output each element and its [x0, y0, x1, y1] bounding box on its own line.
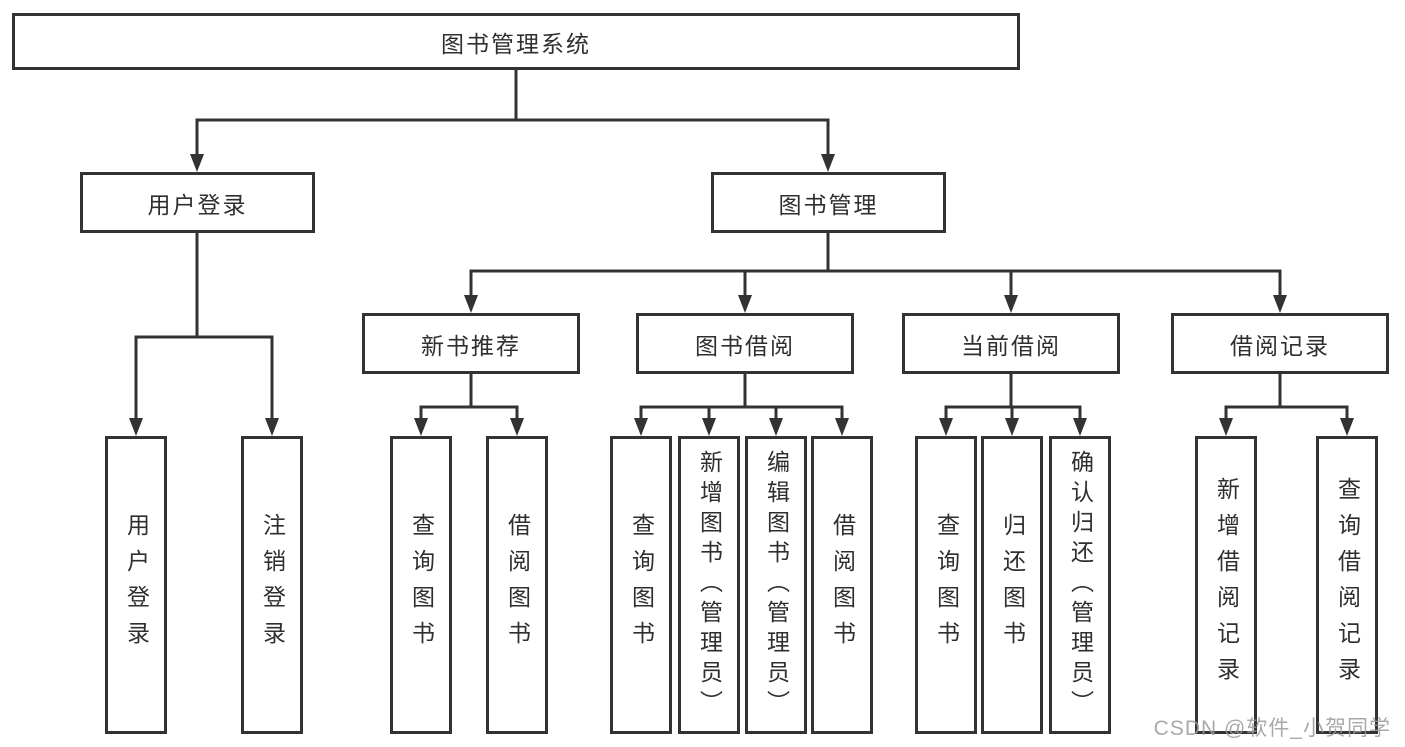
leaf-confirm-return-admin: 确认归还（管理员）: [1049, 436, 1111, 734]
leaf-label: 新增借阅记录: [1213, 477, 1240, 693]
leaf-label: 查询借阅记录: [1334, 477, 1361, 693]
node-book-borrow: 图书借阅: [636, 313, 854, 374]
leaf-label: 归还图书: [999, 513, 1026, 657]
connector-user-login-to-leaves: [129, 231, 279, 436]
connector-current-borrow-to-leaves: [939, 372, 1087, 436]
leaf-borrow-book-recommend: 借阅图书: [486, 436, 548, 734]
leaf-return-book: 归还图书: [981, 436, 1043, 734]
node-book-management: 图书管理: [711, 172, 946, 233]
leaf-label: 借阅图书: [829, 513, 856, 657]
leaf-borrow-book: 借阅图书: [811, 436, 873, 734]
node-current-borrow: 当前借阅: [902, 313, 1120, 374]
leaf-label: 借阅图书: [504, 513, 531, 657]
leaf-query-books-current: 查询图书: [915, 436, 977, 734]
node-borrow-records: 借阅记录: [1171, 313, 1389, 374]
csdn-watermark: CSDN @软件_小贺同学: [1153, 717, 1391, 740]
connector-borrow-records-to-leaves: [1219, 372, 1354, 436]
leaf-label: 确认归还（管理员）: [1067, 450, 1094, 720]
leaf-query-books-recommend: 查询图书: [390, 436, 452, 734]
leaf-label: 新增图书（管理员）: [696, 450, 723, 720]
leaf-label: 查询图书: [628, 513, 655, 657]
leaf-add-borrow-record: 新增借阅记录: [1195, 436, 1257, 734]
leaf-user-login: 用户登录: [105, 436, 167, 734]
leaf-edit-book-admin: 编辑图书（管理员）: [745, 436, 807, 734]
leaf-label: 查询图书: [933, 513, 960, 657]
connector-root-to-level1: [190, 68, 835, 172]
node-user-login: 用户登录: [80, 172, 315, 233]
leaf-label: 查询图书: [408, 513, 435, 657]
node-new-book-recommend: 新书推荐: [362, 313, 580, 374]
leaf-add-book-admin: 新增图书（管理员）: [678, 436, 740, 734]
leaf-logout: 注销登录: [241, 436, 303, 734]
leaf-label: 用户登录: [123, 513, 150, 657]
leaf-label: 编辑图书（管理员）: [763, 450, 790, 720]
connector-book-borrow-to-leaves: [634, 372, 849, 436]
leaf-query-books-borrow: 查询图书: [610, 436, 672, 734]
node-library-system: 图书管理系统: [12, 13, 1020, 70]
leaf-query-borrow-record: 查询借阅记录: [1316, 436, 1378, 734]
leaf-label: 注销登录: [259, 513, 286, 657]
connector-new-book-to-leaves: [414, 372, 524, 436]
connector-book-mgmt-to-level2: [464, 231, 1287, 313]
